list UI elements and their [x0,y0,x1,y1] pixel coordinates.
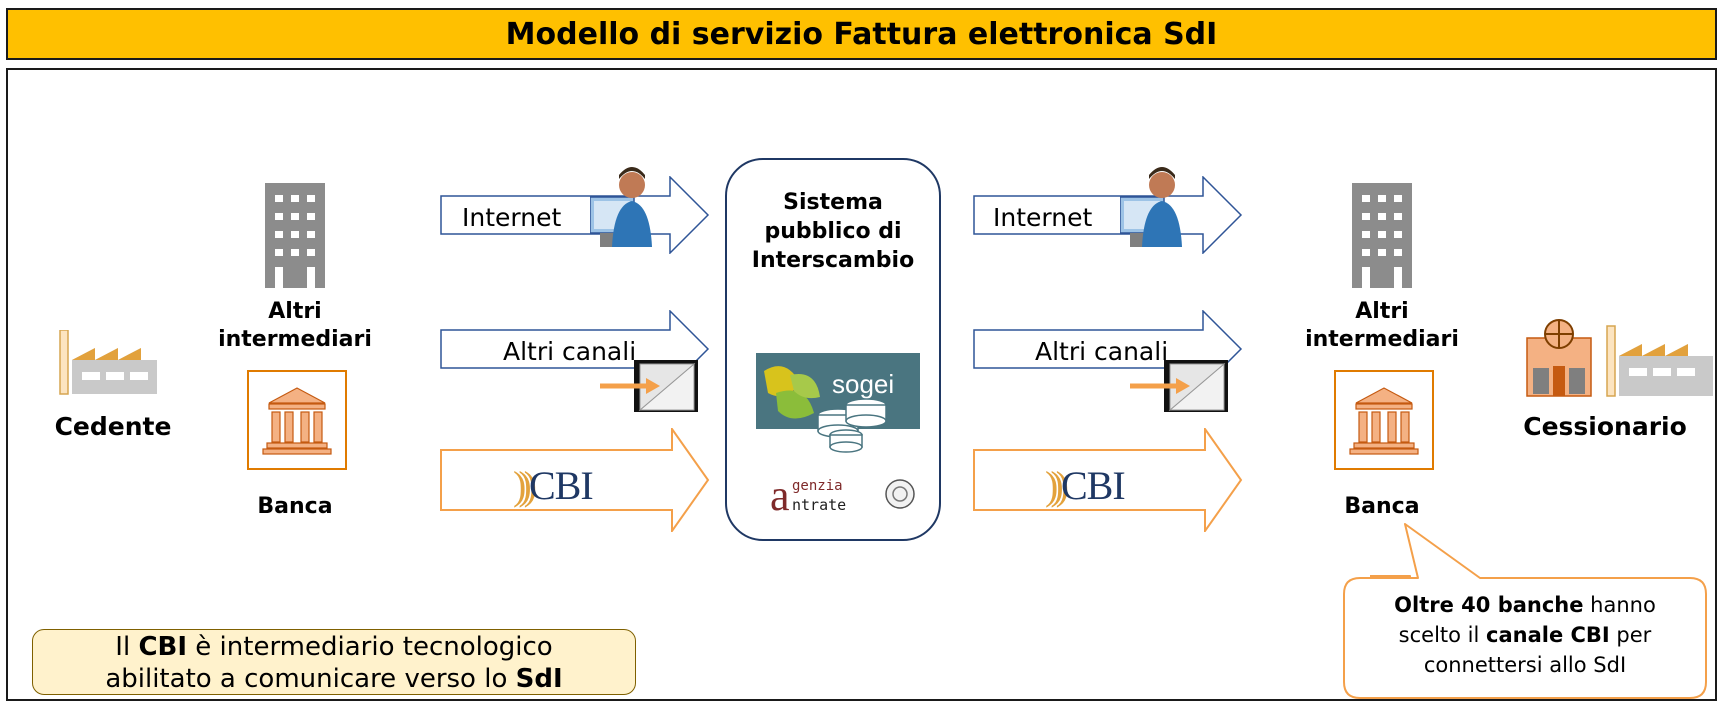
cbi-arrow-right [973,428,1243,532]
sdi-box: Sistema pubblico di Interscambio [725,158,941,541]
altri-canali-label-right: Altri canali [1035,337,1169,366]
user-computer-icon-left [590,167,652,247]
sdi-title: Sistema pubblico di Interscambio [751,190,915,273]
user-computer-icon-right [1120,167,1182,247]
left-banca-label: Banca [257,494,333,519]
diagram-frame [6,68,1717,701]
factory-icon-left [59,330,157,395]
cbi-logo-left: )))CBI [513,463,594,508]
sogei-logo: sogei [756,353,920,453]
envelope-icon-right [1130,360,1228,412]
cbi-note: Il CBI è intermediario tecnologico abili… [32,629,636,695]
banks-callout-text: Oltre 40 banche hanno scelto il canale C… [1394,593,1656,677]
bank-icon-left [247,370,347,470]
svg-text:a: a [770,471,790,516]
svg-text:genzia: genzia [792,478,843,494]
cedente-label: Cedente [54,412,172,441]
cbi-logo-right: )))CBI [1045,463,1126,508]
cbi-arrow-left [440,428,710,532]
shop-factory-icon-right [1526,319,1713,397]
building-icon-right [1352,183,1412,288]
banks-callout [1343,523,1707,699]
sogei-text: sogei [832,369,894,399]
page-title: Modello di servizio Fattura elettronica … [6,8,1717,60]
internet-label-right: Internet [993,203,1093,232]
svg-text:ntrate: ntrate [792,496,846,514]
agenzia-entrate-logo: a e genzia ntrate [770,471,915,516]
cessionario-label: Cessionario [1523,412,1687,441]
bank-icon-right [1334,370,1434,470]
envelope-icon-left [600,360,698,412]
altri-canali-label-left: Altri canali [503,337,637,366]
building-icon-left [265,183,325,288]
right-banca-label: Banca [1344,494,1420,519]
internet-label-left: Internet [462,203,562,232]
